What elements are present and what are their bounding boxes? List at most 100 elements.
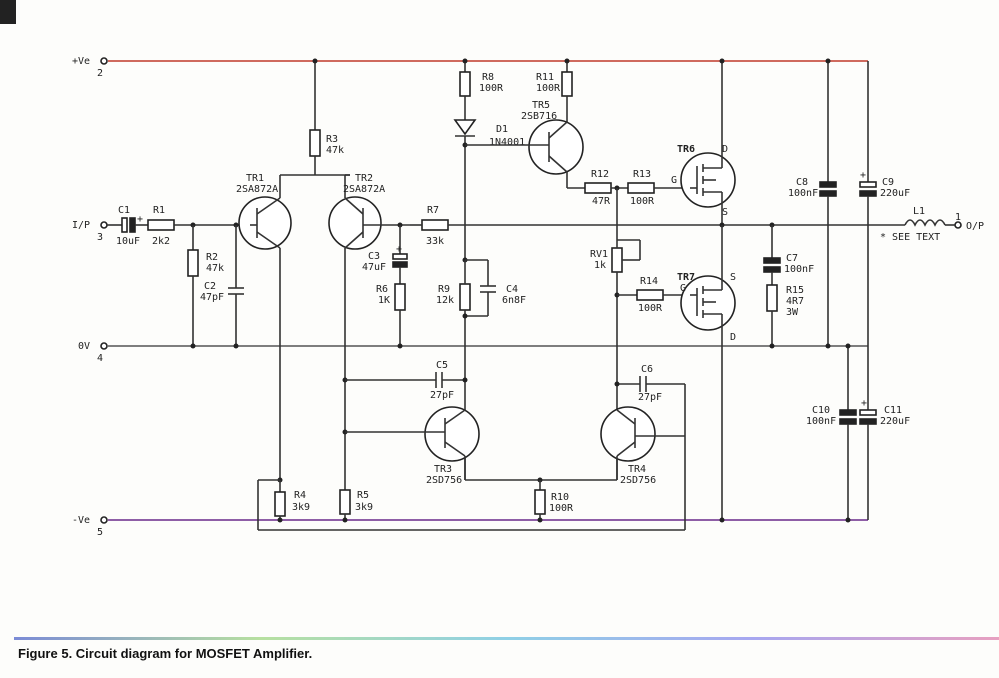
r6-value: 1K [378, 295, 390, 306]
c7-ref: C7 [786, 253, 798, 264]
r14-value: 100R [638, 303, 663, 314]
voltage-amp-stage: R8 100R D1 1N4001 R9 12k C4 6n8F [436, 58, 526, 480]
c5-value: 27pF [430, 390, 454, 401]
gnd-pin: 4 [97, 353, 103, 364]
r15-ref: R15 [786, 285, 804, 296]
c4-ref: C4 [506, 284, 518, 295]
pos-terminal [100, 57, 108, 65]
svg-text:+: + [860, 170, 866, 181]
tr3-ref: TR3 [434, 464, 452, 475]
r8-value: 100R [479, 83, 504, 94]
r15-value: 4R7 [786, 296, 804, 307]
tr7-gate: G [680, 283, 686, 294]
tr3-part: 2SD756 [426, 475, 462, 486]
r7-value: 33k [426, 236, 444, 247]
neg-label: -Ve [72, 515, 90, 526]
tr1-part: 2SA872A [236, 184, 278, 195]
r9-ref: R9 [438, 284, 450, 295]
c5-ref: C5 [436, 360, 448, 371]
tr6-source: S [722, 207, 728, 218]
c11-ref: C11 [884, 405, 902, 416]
r11-value: 100R [536, 83, 561, 94]
r9-value: 12k [436, 295, 454, 306]
r2-value: 47k [206, 263, 224, 274]
current-mirror: C5 27pF TR3 2SD756 C6 27pF TR4 2SD756 [257, 360, 686, 531]
r14-ref: R14 [640, 276, 658, 287]
r6-ref: R6 [376, 284, 388, 295]
see-text-note: * SEE TEXT [880, 232, 940, 243]
l1-ref: L1 [913, 206, 925, 217]
figure-caption: Figure 5. Circuit diagram for MOSFET Amp… [18, 646, 313, 661]
c10-value: 100nF [806, 416, 836, 427]
tr7-drain: D [730, 332, 736, 343]
gnd-label: 0V [78, 341, 90, 352]
r7-ref: R7 [427, 205, 439, 216]
c3-value: 47uF [362, 262, 386, 273]
caption-rule [14, 637, 999, 640]
input-label: I/P [72, 220, 90, 231]
rv1-value: 1k [594, 260, 606, 271]
c9-ref: C9 [882, 177, 894, 188]
gnd-terminal [100, 342, 108, 350]
r10-value: 100R [549, 503, 574, 514]
r8-ref: R8 [482, 72, 494, 83]
tr1-ref: TR1 [246, 173, 264, 184]
c11-value: 220uF [880, 416, 910, 427]
r2-ref: R2 [206, 252, 218, 263]
r11-ref: R11 [536, 72, 554, 83]
c3-ref: C3 [368, 251, 380, 262]
tr5-symbol [528, 119, 584, 175]
r3-value: 47k [326, 145, 344, 156]
driver-stage: R11 100R TR5 2SB716 R12 47R R13 100R [465, 58, 690, 240]
input-terminal [100, 221, 108, 229]
scan-corner-mark [0, 0, 16, 24]
tr7-source: S [730, 272, 736, 283]
power-rails [108, 60, 868, 521]
tr7-symbol [680, 275, 736, 331]
output-mosfet-top: TR6 G D S [671, 58, 736, 228]
c8-value: 100nF [788, 188, 818, 199]
r3-ref: R3 [326, 134, 338, 145]
r12-ref: R12 [591, 169, 609, 180]
tr4-part: 2SD756 [620, 475, 656, 486]
pos-pin: 2 [97, 68, 103, 79]
d1-part: 1N4001 [489, 137, 525, 148]
svg-text:+: + [861, 398, 867, 409]
svg-text:+: + [137, 214, 143, 225]
r4-value: 3k9 [292, 502, 310, 513]
r4-ref: R4 [294, 490, 306, 501]
d1-ref: D1 [496, 124, 508, 135]
r13-value: 100R [630, 196, 655, 207]
c2-value: 47pF [200, 292, 224, 303]
r1-ref: R1 [153, 205, 165, 216]
c1-value: 10uF [116, 236, 140, 247]
tr6-gate: G [671, 175, 677, 186]
feedback-network: R7 33k + C3 47uF R6 1K [362, 205, 905, 349]
tr6-drain: D [722, 144, 728, 155]
tr3-symbol [424, 406, 480, 462]
r5-ref: R5 [357, 490, 369, 501]
c10-ref: C10 [812, 405, 830, 416]
r5-value: 3k9 [355, 502, 373, 513]
r13-ref: R13 [633, 169, 651, 180]
output-label: O/P [966, 221, 984, 232]
differential-pair: R3 47k TR1 2SA872A TR2 2SA872A [236, 58, 410, 490]
tr7-ref: TR7 [677, 272, 695, 283]
svg-text:+: + [396, 244, 402, 255]
r12-value: 47R [592, 196, 611, 207]
neg-pin: 5 [97, 527, 103, 538]
r1-value: 2k2 [152, 236, 170, 247]
tr2-ref: TR2 [355, 173, 373, 184]
tr5-part: 2SB716 [521, 111, 557, 122]
output-pin: 1 [955, 212, 961, 223]
neg-terminal [100, 516, 108, 524]
tr2-part: 2SA872A [343, 184, 385, 195]
terminals: +Ve 2 I/P 3 0V 4 -Ve 5 1 O/P [72, 56, 984, 538]
output-network: C8 100nF + C9 220uF L1 * SEE TEXT C7 100… [763, 58, 955, 523]
input-network: + C1 10uF R1 2k2 R2 47k C2 47pF [107, 205, 250, 349]
tr4-ref: TR4 [628, 464, 646, 475]
output-mosfet-bottom: TR7 G S D [677, 225, 736, 523]
c2-ref: C2 [204, 281, 216, 292]
